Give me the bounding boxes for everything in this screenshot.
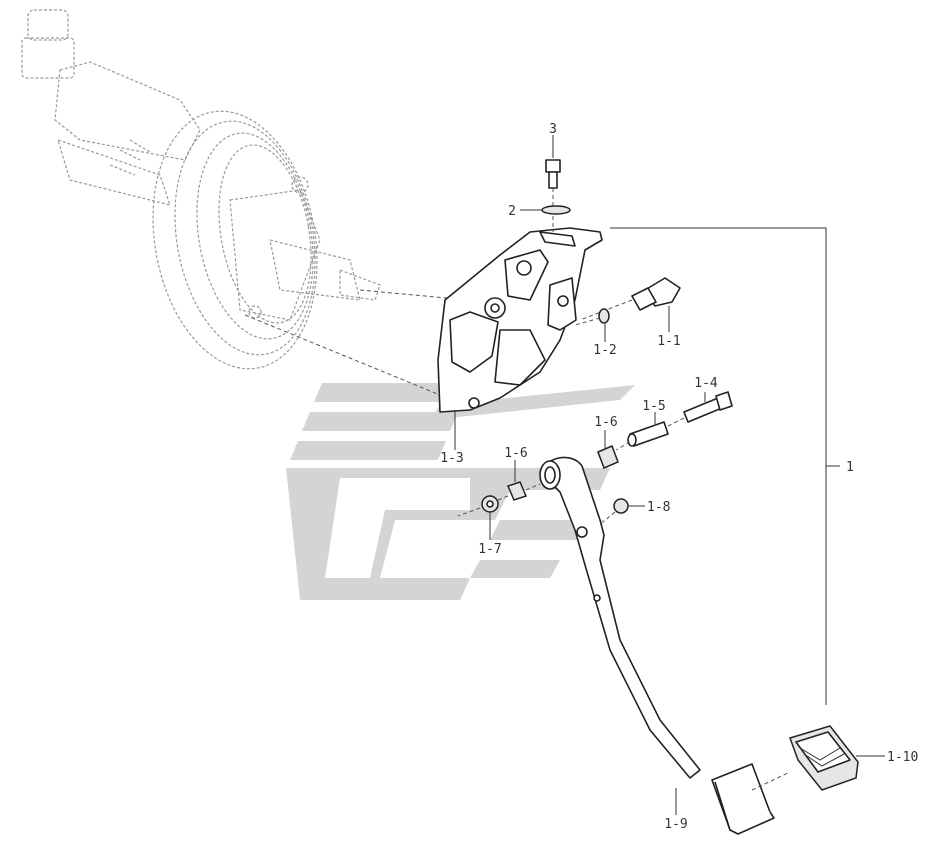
pedal-arm [539,456,775,835]
alignment-line [667,417,685,427]
bushing-1-6-right [597,445,619,469]
callout-1-1: 1-1 [657,334,680,349]
alignment-line [497,495,509,501]
callout-1-7: 1-7 [478,542,501,557]
callout-1: 1 [846,460,854,475]
callout-1-6-left: 1-6 [504,446,527,461]
bolt-1-1 [579,277,681,321]
callout-3: 3 [549,122,557,137]
stopper-1-8 [602,498,629,523]
alignment-line [525,483,541,491]
callout-1-3: 1-3 [440,451,463,466]
nut-1-7 [457,495,499,517]
pedal-pad [751,725,859,791]
callout-1-8: 1-8 [647,500,670,515]
callout-1-5: 1-5 [642,399,665,414]
bolt-1-4 [683,391,733,423]
callout-2: 2 [508,204,516,219]
callout-1-10: 1-10 [887,750,918,765]
assembly-bracket-line [610,227,827,705]
callout-1-6-right: 1-6 [594,415,617,430]
callout-1-2: 1-2 [593,343,616,358]
bushing-1-6-left [506,481,528,501]
bushing-1-2 [574,308,610,326]
brake-booster-ghost [21,9,381,370]
washer-2 [541,205,571,215]
alignment-line [615,441,631,451]
collar-1-5 [627,421,669,447]
callout-1-9: 1-9 [664,817,687,832]
pedal-bracket [437,227,603,413]
alignment-line [244,314,441,396]
bolt-3 [545,159,561,232]
callout-1-4: 1-4 [694,376,718,391]
